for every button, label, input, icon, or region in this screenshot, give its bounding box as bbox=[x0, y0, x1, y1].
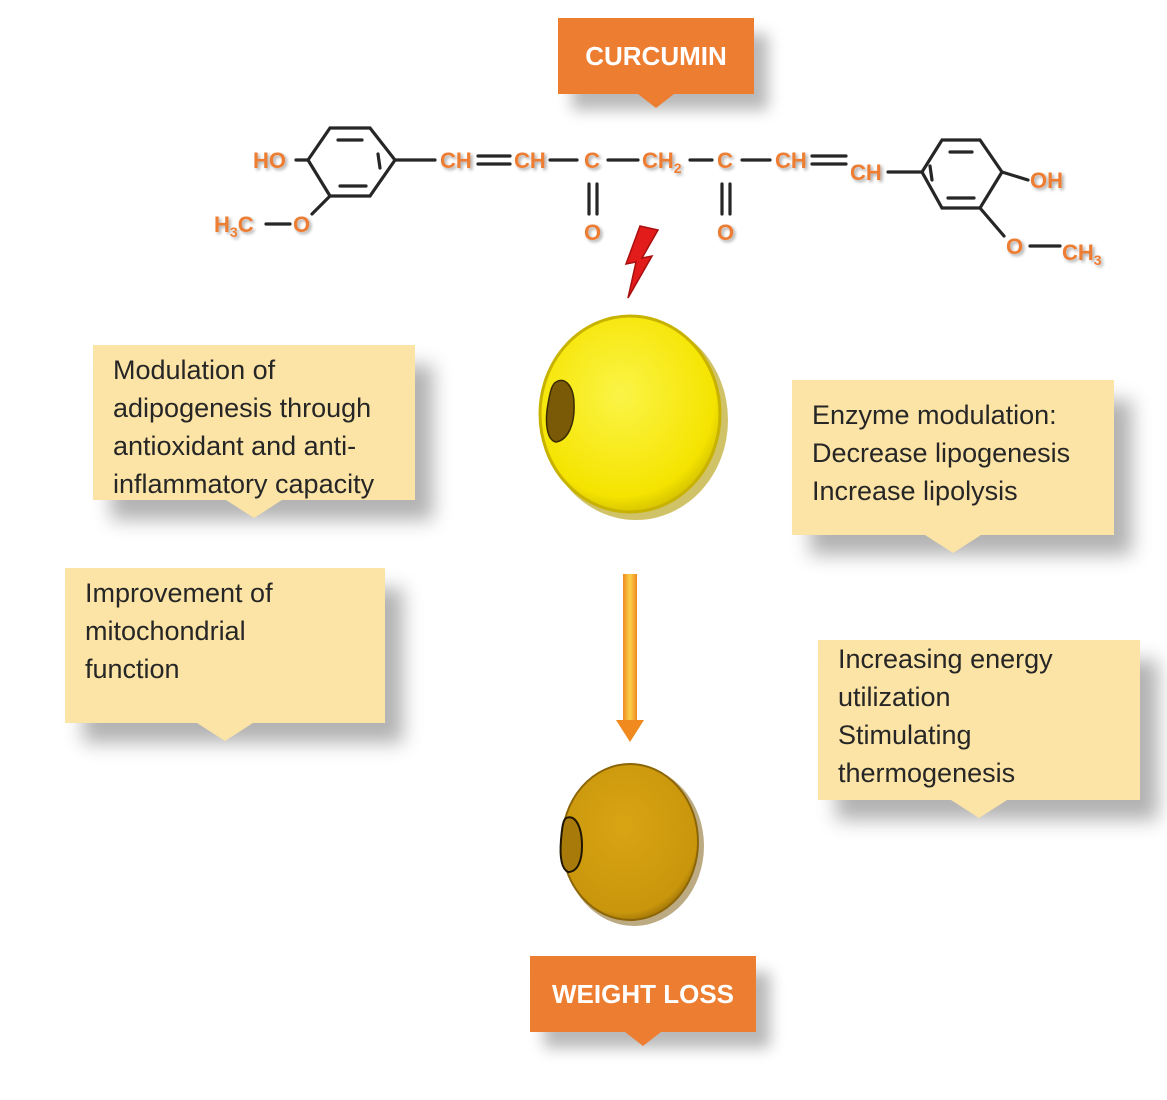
callout-line: utilization bbox=[838, 682, 951, 712]
curcumin-label: CURCUMIN bbox=[558, 18, 754, 108]
callout-line: Modulation of bbox=[113, 355, 276, 385]
callout-line: Enzyme modulation: bbox=[812, 400, 1057, 430]
callout-line: thermogenesis bbox=[838, 758, 1016, 788]
ch-1-text: CH bbox=[440, 148, 472, 173]
callout-mitochondrial: Improvement of mitochondrial function bbox=[65, 568, 385, 741]
o-right-text: O bbox=[1006, 234, 1023, 259]
callout-adipogenesis: Modulation of adipogenesis through antio… bbox=[93, 345, 415, 518]
down-arrow-icon bbox=[616, 574, 644, 742]
callout-enzyme-modulation: Enzyme modulation: Decrease lipogenesis … bbox=[792, 380, 1114, 553]
callout-line: Decrease lipogenesis bbox=[812, 438, 1071, 468]
ch-2-text: CH bbox=[514, 148, 546, 173]
ch2-mid-text: CH2 bbox=[642, 148, 682, 176]
callout-line: function bbox=[85, 654, 180, 684]
ch-4-text: CH bbox=[850, 160, 882, 185]
h3c-left-text: H3C bbox=[214, 212, 254, 240]
enlarged-fat-cell bbox=[538, 314, 728, 520]
c-1-text: C bbox=[584, 148, 600, 173]
callout-line: antioxidant and anti- bbox=[113, 431, 357, 461]
enlarged-cell-nucleus bbox=[545, 379, 575, 443]
c-2-text: C bbox=[717, 148, 733, 173]
curcumin-label-text: CURCUMIN bbox=[585, 40, 727, 71]
callout-line: Increase lipolysis bbox=[812, 476, 1018, 506]
weight-loss-label-text: WEIGHT LOSS bbox=[552, 978, 734, 1009]
shrunken-cell-nucleus bbox=[559, 816, 584, 874]
shrunken-fat-cell bbox=[559, 763, 704, 926]
callout-line: inflammatory capacity bbox=[113, 469, 375, 499]
lightning-bolt-icon bbox=[624, 225, 660, 299]
ch3-right-text: CH3 bbox=[1062, 240, 1102, 268]
callout-line: Stimulating bbox=[838, 720, 972, 750]
callout-line: Improvement of bbox=[85, 578, 273, 608]
callout-line: mitochondrial bbox=[85, 616, 246, 646]
weight-loss-label: WEIGHT LOSS bbox=[530, 956, 756, 1046]
callout-energy-utilization: Increasing energy utilization Stimulatin… bbox=[818, 640, 1140, 818]
callout-line: adipogenesis through bbox=[113, 393, 372, 423]
ch-3-text: CH bbox=[775, 148, 807, 173]
o-carbonyl-1-text: O bbox=[584, 220, 601, 245]
curcumin-structure: HO H3C O CH CH C CH2 C CH CH O O OH O CH… bbox=[214, 126, 1102, 299]
oh-right-text: OH bbox=[1030, 168, 1063, 193]
o-left-text: O bbox=[293, 212, 310, 237]
callout-line: Increasing energy bbox=[838, 644, 1053, 674]
o-carbonyl-2-text: O bbox=[717, 220, 734, 245]
ho-left-text: HO bbox=[253, 148, 286, 173]
